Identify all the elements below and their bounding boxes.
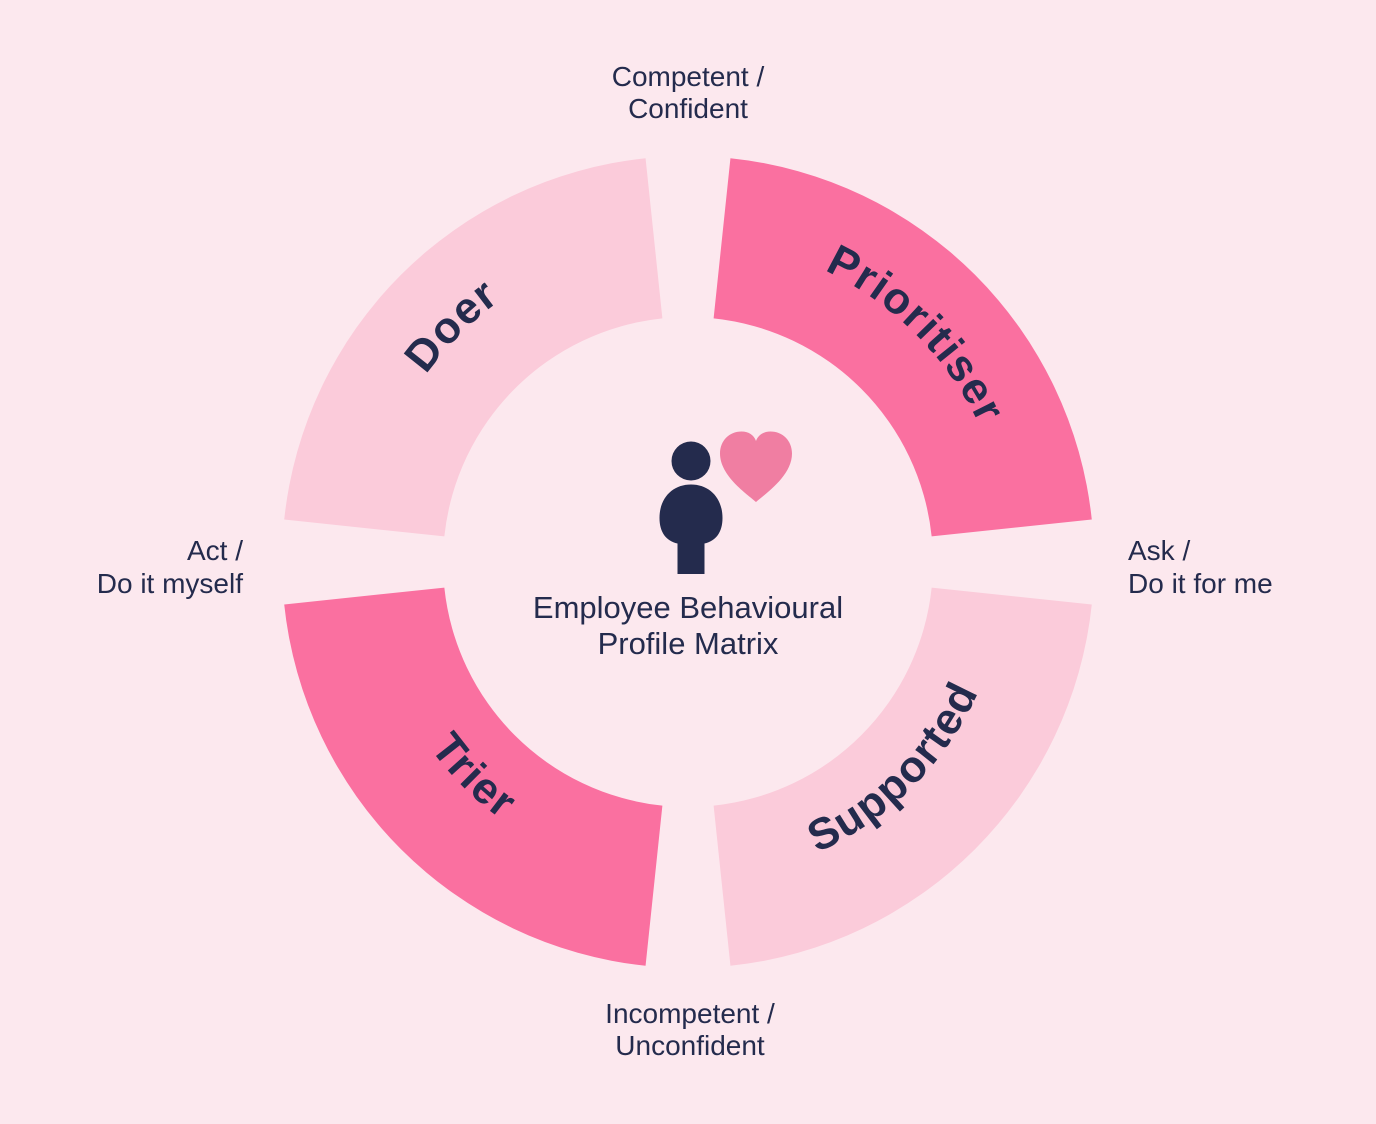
segment-trier — [284, 587, 663, 966]
person-icon — [659, 441, 723, 574]
diagram-title-line2: Profile Matrix — [598, 626, 779, 661]
axis-label-right-line1: Ask / — [1128, 535, 1190, 566]
axis-label-top: Competent / Confident — [612, 61, 765, 124]
axis-label-left: Act / Do it myself — [97, 535, 243, 599]
person-icon-head — [671, 441, 711, 481]
diagram-title: Employee Behavioural Profile Matrix — [533, 590, 843, 661]
segment-prioritiser — [713, 158, 1092, 537]
axis-label-right: Ask / Do it for me — [1128, 535, 1273, 599]
segment-doer — [284, 158, 663, 537]
axis-label-top-line1: Competent / — [612, 61, 765, 92]
axis-label-bottom-line2: Unconfident — [615, 1030, 765, 1061]
axis-label-bottom-line1: Incompetent / — [605, 998, 775, 1029]
axis-label-left-line2: Do it myself — [97, 568, 243, 599]
axis-label-bottom: Incompetent / Unconfident — [605, 998, 775, 1061]
person-icon-body — [659, 484, 723, 574]
heart-icon — [720, 431, 792, 502]
axis-label-top-line2: Confident — [628, 93, 748, 124]
axis-label-right-line2: Do it for me — [1128, 568, 1273, 599]
segment-supported — [713, 587, 1092, 966]
diagram-title-line1: Employee Behavioural — [533, 590, 843, 625]
axis-label-left-line1: Act / — [187, 535, 243, 566]
